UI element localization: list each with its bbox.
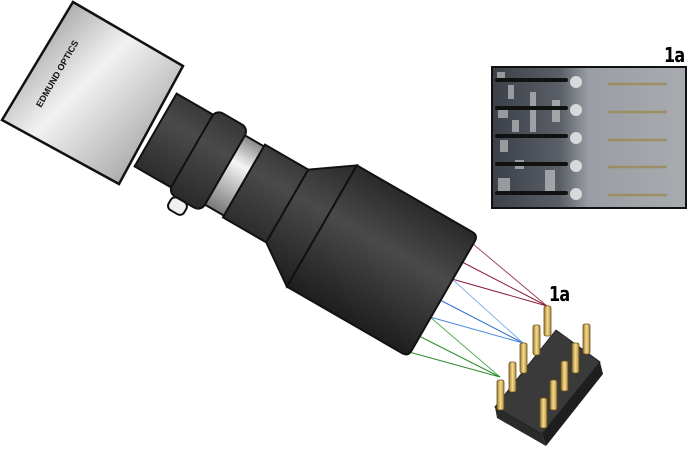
camera-body: EDMUND OPTICS: [0, 0, 185, 186]
lens: [133, 92, 477, 356]
inset-pin-magnification: [491, 66, 687, 209]
light-rays: [408, 243, 548, 378]
inset-label: 1a: [664, 43, 685, 67]
ic-chip: [494, 305, 603, 446]
chip-pin-label: 1a: [549, 282, 570, 306]
